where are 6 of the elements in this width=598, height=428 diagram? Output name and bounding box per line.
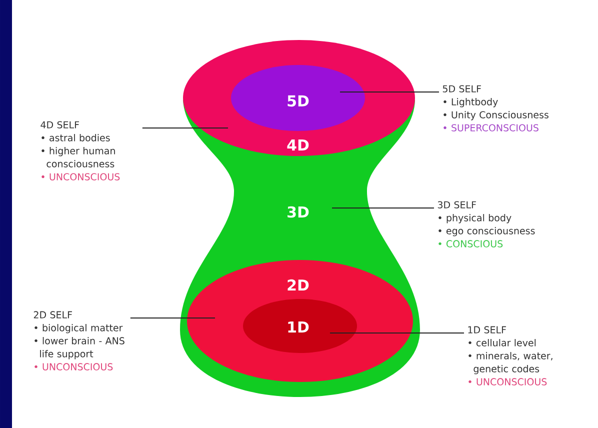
annotation-text: 1D SELF • cellular level • minerals, water, genetic codes • UNCONSCIOUS <box>468 326 552 386</box>
annotation-text: 3D SELF • physical body • ego consciousness • CONSCIOUS <box>438 201 535 248</box>
annotation-text: 2D SELF • biological matter • lower brain - ANS life support • UNCONSCIOUS <box>34 311 124 370</box>
annotation-text: 5D SELF • Lightbody • Unity Consciousness • SUPERCONSCIOUS <box>442 85 548 132</box>
annotation-text: 4D SELF • astral bodies • higher human consciousness • UNCONSCIOUS <box>40 121 120 180</box>
leader-line <box>330 332 464 334</box>
